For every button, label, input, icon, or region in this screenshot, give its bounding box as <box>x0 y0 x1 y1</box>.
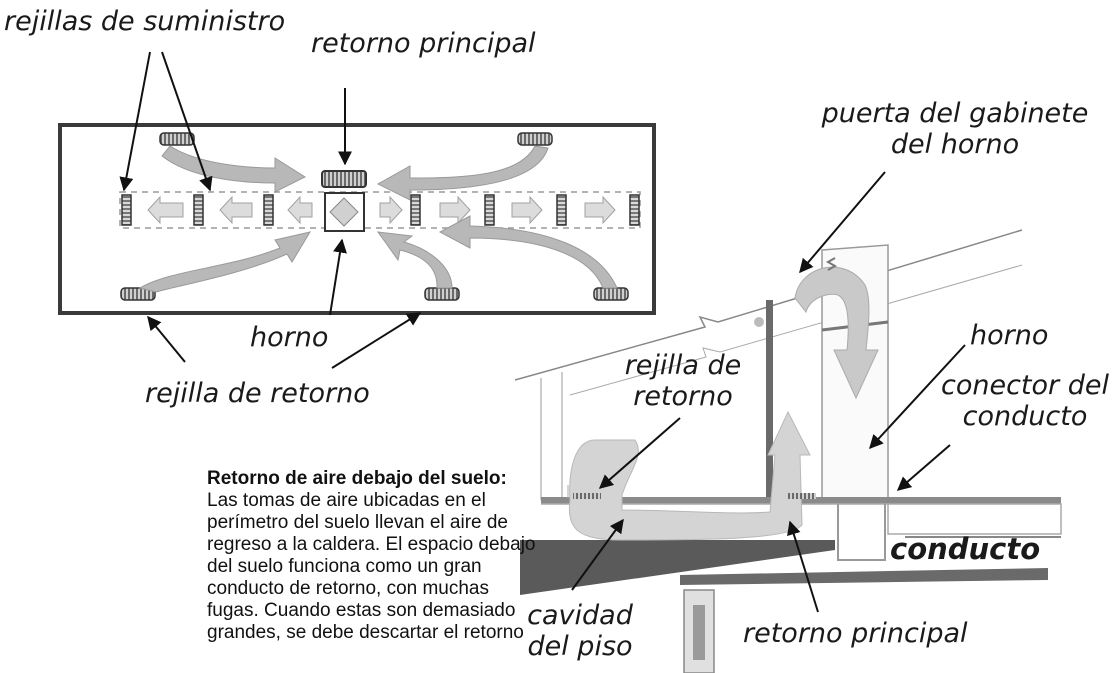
return-grille <box>424 287 460 301</box>
return-flow-arrows <box>138 145 618 293</box>
supply-arrows <box>147 195 616 225</box>
label-cabinet-door-line1: puerta del gabinete <box>821 98 1089 129</box>
label-return-grille-section: rejilla de retorno <box>608 350 758 412</box>
label-floor-cavity: cavidad del piso <box>505 600 655 662</box>
section-return-grille <box>788 493 816 499</box>
duct-run-dashed <box>119 191 641 229</box>
cabinet-wall <box>766 300 773 498</box>
pointer-return-grille-left <box>147 315 186 363</box>
supply-grille <box>121 194 132 226</box>
return-arrow <box>438 215 618 289</box>
label-return-grille-section-line1: rejilla de <box>624 350 742 381</box>
floor-underside <box>541 503 1062 535</box>
label-supply-grilles: rejillas de suministro <box>4 6 286 37</box>
plan-view <box>58 123 656 315</box>
supply-grille <box>484 194 495 226</box>
left-wall <box>540 372 563 500</box>
section-return-grille <box>573 493 601 499</box>
pointer-floor-cavity <box>571 518 624 591</box>
label-return-grille-plan: rejilla de retorno <box>145 378 370 409</box>
duct-below <box>837 504 886 561</box>
label-duct: conducto <box>890 532 1041 566</box>
label-duct-connector: conector del conducto <box>935 370 1115 432</box>
supply-arrow-left <box>287 195 313 225</box>
ceiling-line-inner <box>569 264 1023 396</box>
furnace-supply-arrow <box>794 266 879 400</box>
pointer-duct-connector <box>896 444 951 491</box>
supply-grilles-group <box>121 194 640 226</box>
return-arrow <box>138 231 312 293</box>
return-grille <box>517 132 553 146</box>
main-return-grille <box>321 170 367 188</box>
pointer-furnace-section <box>869 344 966 450</box>
supply-arrow-right <box>584 195 616 225</box>
return-arrow <box>376 145 549 201</box>
supply-grille <box>410 194 421 226</box>
supply-arrow-right <box>511 195 543 225</box>
label-cabinet-door-line2: del horno <box>890 129 1020 161</box>
supply-arrow-right <box>379 195 403 225</box>
caption-block: Retorno de aire debajo del suelo: Las to… <box>207 468 537 673</box>
pointer-furnace-plan <box>329 238 347 316</box>
house-outline <box>58 123 656 315</box>
label-return-grille-section-line2: retorno <box>633 381 733 413</box>
label-cabinet-door: puerta del gabinete del horno <box>800 98 1110 160</box>
supply-arrow-left <box>219 195 253 225</box>
label-duct-connector-line1: conector del <box>941 370 1109 401</box>
lower-beam <box>680 568 1048 585</box>
pointer-return-grille-section <box>598 417 681 489</box>
label-floor-cavity-line2: del piso <box>527 631 633 663</box>
label-furnace-plan: horno <box>250 322 329 353</box>
return-grille <box>159 132 195 146</box>
label-main-return-top: retorno principal <box>311 28 536 59</box>
supply-grille <box>193 194 204 226</box>
supply-arrow-left <box>147 195 184 225</box>
caption-title: Retorno de aire debajo del suelo: <box>207 468 507 489</box>
return-grille <box>120 287 156 301</box>
label-duct-connector-line2: conducto <box>962 401 1088 433</box>
supply-grille <box>556 194 567 226</box>
supply-grille <box>263 194 274 226</box>
supply-grille <box>629 194 640 226</box>
pointer-return-grille-right <box>331 312 422 369</box>
caption-body: Las tomas de aire ubicadas en el perímet… <box>207 490 536 643</box>
return-flow-section <box>568 410 811 541</box>
label-floor-cavity-line1: cavidad <box>527 600 633 631</box>
pointer-lines <box>119 51 966 613</box>
filter-coil <box>825 257 838 271</box>
return-grille <box>593 287 629 301</box>
return-grilles-group <box>120 132 629 301</box>
furnace-diamond-arrow <box>329 197 359 227</box>
pointer-main-return-section <box>787 520 819 613</box>
label-furnace-section: horno <box>970 320 1049 351</box>
pier-inner <box>693 605 705 660</box>
supply-arrow-right <box>439 195 471 225</box>
return-arrow <box>376 231 453 289</box>
return-arrow <box>161 145 307 193</box>
label-main-return-bottom: retorno principal <box>743 618 968 649</box>
pointer-cabinet-door <box>799 171 886 274</box>
floor-cavity-shadow <box>520 540 835 595</box>
pointer-supply-right <box>161 51 213 192</box>
pointer-supply-left <box>119 51 151 192</box>
door-knob <box>754 317 764 327</box>
